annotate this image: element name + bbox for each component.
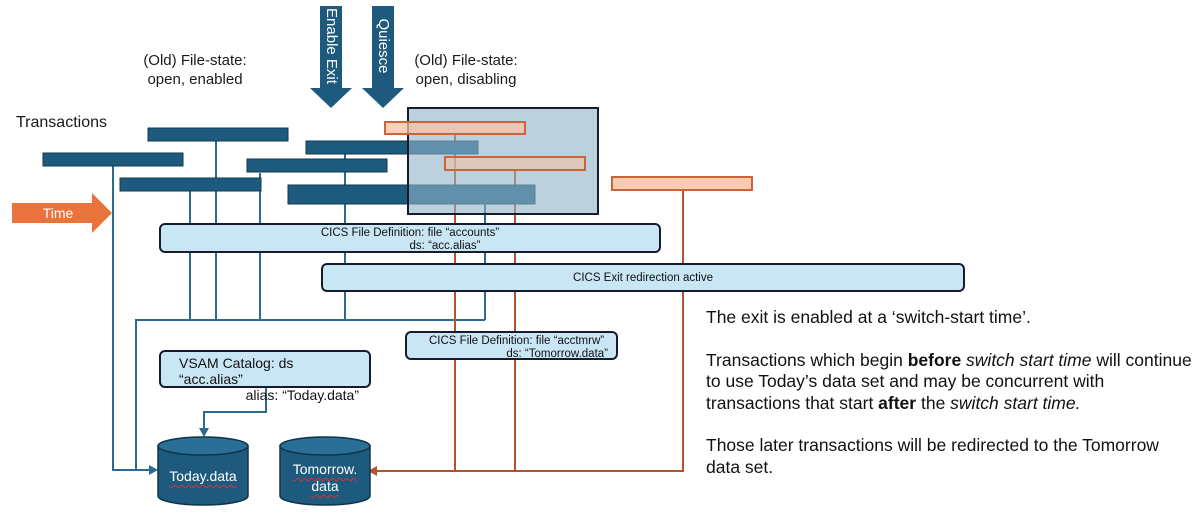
explanation-switch-time-2: switch start time. <box>950 392 1081 413</box>
cics-exit-redirection: CICS Exit redirection active <box>321 263 965 292</box>
tomorrow-data-cylinder <box>279 436 371 506</box>
transaction-bar-after <box>611 176 753 191</box>
transaction-bar <box>42 152 184 167</box>
tomorrow-data-label-line2: data <box>311 478 339 494</box>
tomorrow-arrowhead <box>368 466 377 476</box>
vsam-catalog-alias: alias: “Today.data” <box>245 387 359 403</box>
explanation-p3: Those later transactions will be redirec… <box>706 435 1159 477</box>
enable-exit-arrow <box>310 6 352 108</box>
transaction-bars-after <box>384 121 753 191</box>
quiesce-label: Quiesce <box>375 18 392 74</box>
explanation-p2-g: the <box>916 392 951 413</box>
vsam-catalog: VSAM Catalog: ds “acc.alias” alias: “Tod… <box>159 350 371 403</box>
explanation-p2: Transactions which begin before switch s… <box>706 350 1196 415</box>
transaction-bar-after <box>444 156 586 171</box>
vsam-arrowhead <box>199 428 209 437</box>
explanation-switch-time-1: switch start time <box>966 349 1092 370</box>
old-state-enabled-line2: open, enabled <box>147 71 243 88</box>
time-arrow <box>12 193 112 233</box>
explanation-text: The exit is enabled at a ‘switch-start t… <box>706 307 1196 499</box>
today-data-cylinder <box>157 436 249 506</box>
explanation-p1: The exit is enabled at a ‘switch-start t… <box>706 307 1031 327</box>
cics-accounts-ds: ds: “acc.alias” <box>409 240 481 252</box>
transactions-label: Transactions <box>16 114 107 131</box>
cics-file-definition-acctmrw: CICS File Definition: file “acctmrw” ds:… <box>405 331 618 360</box>
cics-exit-label: CICS Exit redirection active <box>573 272 713 284</box>
tomorrow-data-label-line1: Tomorrow. <box>292 461 358 477</box>
explanation-p2-e: will continue to use Today’s data set an… <box>706 349 1192 413</box>
explanation-p2-a: Transactions which begin <box>706 349 908 370</box>
explanation-after: after <box>878 392 917 413</box>
transaction-bar-after <box>384 121 526 135</box>
vsam-catalog-ds: VSAM Catalog: ds “acc.alias” <box>179 355 294 387</box>
today-data-label: Today.data <box>169 468 237 484</box>
time-label: Time <box>42 205 74 221</box>
transaction-bar <box>246 158 388 173</box>
old-state-disabling-line2: open, disabling <box>415 71 517 88</box>
quiesce-arrow <box>362 6 404 108</box>
enable-exit-label: Enable Exit <box>323 8 340 84</box>
transaction-bar <box>147 127 289 142</box>
old-state-disabling-line1: (Old) File-state: <box>414 52 518 69</box>
cics-accounts-file: CICS File Definition: file “accounts” <box>320 227 500 239</box>
old-state-enabled-line1: (Old) File-state: <box>143 52 247 69</box>
explanation-before: before <box>907 349 962 370</box>
transaction-bar <box>119 177 262 192</box>
cics-file-definition-accounts: CICS File Definition: file “accounts” ds… <box>159 223 661 253</box>
today-arrowhead-1 <box>149 465 158 475</box>
cics-acctmrw-ds: ds: “Tomorrow.data” <box>506 348 608 360</box>
cics-acctmrw-file: CICS File Definition: file “acctmrw” <box>429 335 605 347</box>
